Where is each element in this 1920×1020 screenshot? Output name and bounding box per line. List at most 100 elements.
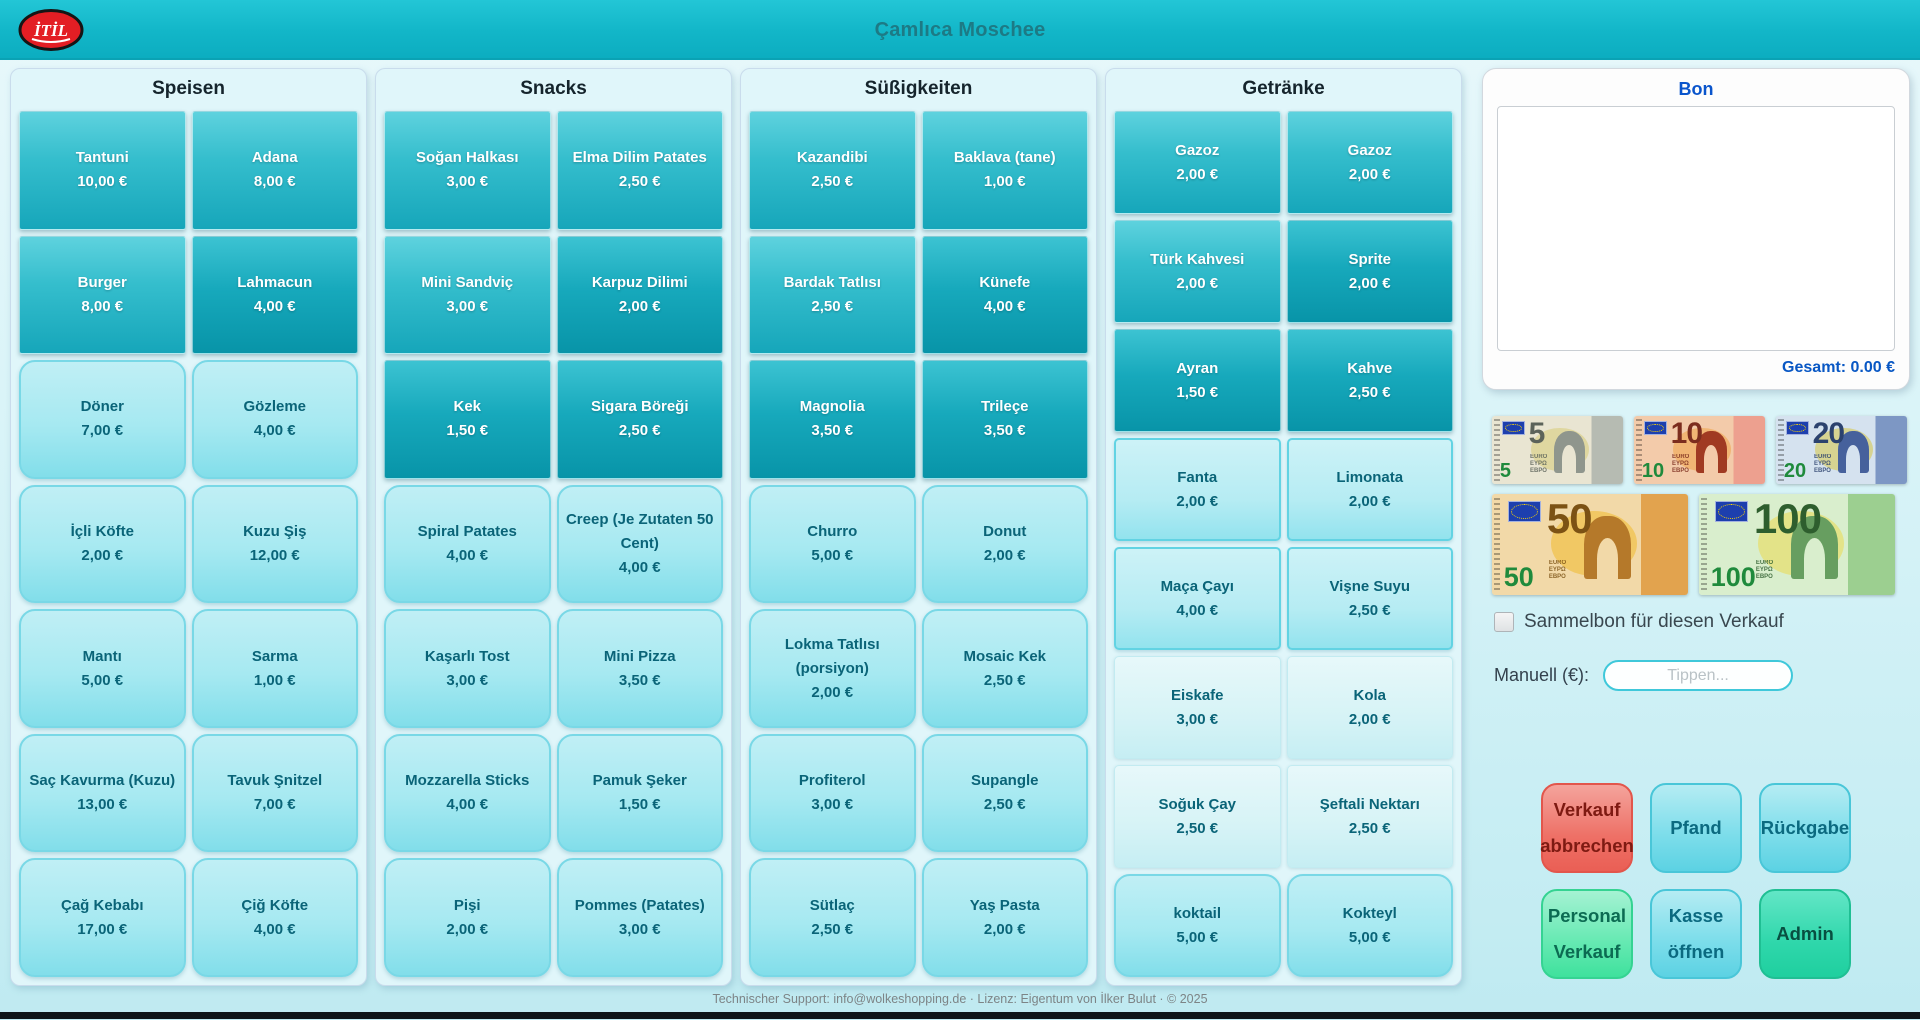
product-button[interactable]: Tavuk Şnitzel 7,00 € [191, 733, 358, 853]
product-button[interactable]: koktail 5,00 € [1114, 874, 1281, 977]
product-button[interactable]: Gazoz 2,00 € [1286, 111, 1453, 214]
product-button[interactable]: Elma Dilim Patates 2,50 € [556, 111, 723, 230]
product-button[interactable]: Churro 5,00 € [749, 484, 916, 604]
product-name: Mini Pizza [603, 647, 676, 665]
product-button[interactable]: Kokteyl 5,00 € [1286, 874, 1453, 977]
product-button[interactable]: Spiral Patates 4,00 € [384, 484, 551, 604]
product-price: 2,00 € [1176, 165, 1219, 183]
banknote-50[interactable]: 50 EURO ΕΥΡΩ ЕВРО 50 [1492, 494, 1688, 595]
product-button[interactable]: Döner 7,00 € [19, 360, 186, 479]
cancel-sale-button[interactable]: Verkauf abbrechen [1540, 783, 1634, 873]
action-label: Verkauf abbrechen [1540, 798, 1634, 856]
product-name: Kola [1353, 686, 1386, 704]
product-button[interactable]: Kahve 2,50 € [1286, 329, 1453, 432]
product-button[interactable]: Limonata 2,00 € [1286, 438, 1453, 541]
product-button[interactable]: Soğan Halkası 3,00 € [384, 111, 551, 230]
product-name: Kek [453, 398, 482, 416]
product-button[interactable]: Soğuk Çay 2,50 € [1114, 765, 1281, 868]
sammelbon-option[interactable]: Sammelbon für diesen Verkauf [1482, 611, 1910, 633]
product-price: 2,00 € [811, 683, 854, 701]
product-button[interactable]: Türk Kahvesi 2,00 € [1114, 220, 1281, 323]
product-button[interactable]: Çiğ Köfte 4,00 € [191, 858, 358, 977]
product-price: 4,00 € [618, 558, 661, 576]
product-button[interactable]: Baklava (tane) 1,00 € [921, 111, 1088, 230]
product-button[interactable]: Donut 2,00 € [921, 484, 1088, 604]
product-button[interactable]: Kuzu Şiş 12,00 € [191, 484, 358, 604]
product-button[interactable]: Mantı 5,00 € [19, 609, 186, 728]
product-button[interactable]: Lokma Tatlısı (porsiyon) 2,00 € [749, 609, 916, 728]
product-button[interactable]: Pommes (Patates) 3,00 € [556, 858, 723, 977]
product-name: Sprite [1348, 250, 1391, 268]
product-price: 1,50 € [618, 796, 661, 814]
product-button[interactable]: Mosaic Kek 2,50 € [921, 609, 1088, 728]
banknote-5[interactable]: 5 EURO ΕΥΡΩ ЕВРО 5 [1492, 416, 1623, 484]
product-button[interactable]: Şeftali Nektarı 2,50 € [1286, 765, 1453, 868]
open-register-button[interactable]: Kasse öffnen [1650, 889, 1742, 979]
product-name: Trileçe [980, 398, 1029, 416]
sammelbon-checkbox[interactable] [1494, 612, 1514, 632]
product-price: 2,50 € [983, 671, 1026, 689]
product-button[interactable]: Sarma 1,00 € [191, 609, 358, 728]
product-button[interactable]: Mini Pizza 3,50 € [556, 609, 723, 728]
product-button[interactable]: Künefe 4,00 € [921, 235, 1088, 355]
product-button[interactable]: Tantuni 10,00 € [19, 111, 186, 230]
product-name: Kuzu Şiş [243, 522, 307, 540]
product-price: 7,00 € [81, 422, 124, 440]
product-button[interactable]: Gözleme 4,00 € [191, 360, 358, 479]
product-button[interactable]: Sütlaç 2,50 € [749, 858, 916, 977]
banknote-100[interactable]: 100 EURO ΕΥΡΩ ЕВРО 100 [1699, 494, 1895, 595]
product-name: Gazoz [1175, 141, 1220, 159]
product-button[interactable]: Adana 8,00 € [191, 111, 358, 230]
product-button[interactable]: Creep (Je Zutaten 50 Cent) 4,00 € [556, 484, 723, 604]
product-button[interactable]: Pişi 2,00 € [384, 858, 551, 977]
app-title: Çamlıca Moschee [874, 18, 1046, 41]
product-button[interactable]: Kola 2,00 € [1286, 656, 1453, 759]
product-button[interactable]: Magnolia 3,50 € [749, 360, 916, 479]
product-price: 2,50 € [811, 173, 854, 191]
product-button[interactable]: Mozzarella Sticks 4,00 € [384, 733, 551, 853]
banknote-10[interactable]: 10 EURO ΕΥΡΩ ЕВРО 10 [1634, 416, 1765, 484]
product-button[interactable]: Sprite 2,00 € [1286, 220, 1453, 323]
product-button[interactable]: Kazandibi 2,50 € [749, 111, 916, 230]
product-name: Spiral Patates [417, 522, 517, 540]
product-button[interactable]: Fanta 2,00 € [1114, 438, 1281, 541]
product-button[interactable]: Ayran 1,50 € [1114, 329, 1281, 432]
product-button[interactable]: Çağ Kebabı 17,00 € [19, 858, 186, 977]
product-button[interactable]: Gazoz 2,00 € [1114, 111, 1281, 214]
product-name: Döner [80, 398, 124, 416]
product-button[interactable]: İçli Köfte 2,00 € [19, 484, 186, 604]
product-button[interactable]: Saç Kavurma (Kuzu) 13,00 € [19, 733, 186, 853]
product-price: 2,50 € [811, 297, 854, 315]
product-button[interactable]: Maça Çayı 4,00 € [1114, 547, 1281, 650]
product-button[interactable]: Kek 1,50 € [384, 360, 551, 479]
product-button[interactable]: Bardak Tatlısı 2,50 € [749, 235, 916, 355]
product-button[interactable]: Eiskafe 3,00 € [1114, 656, 1281, 759]
banknote-buttons: 5 EURO ΕΥΡΩ ЕВРО 5 10 EURO ΕΥΡΩ ЕВРО 10 [1482, 416, 1910, 595]
note-micro-text: EURO ΕΥΡΩ ЕВРО [1813, 453, 1832, 474]
right-panel: Bon Gesamt: 0.00 € 5 EURO ΕΥΡΩ ЕВРО 5 [1482, 68, 1910, 986]
product-button[interactable]: Supangle 2,50 € [921, 733, 1088, 853]
product-button[interactable]: Mini Sandviç 3,00 € [384, 235, 551, 355]
manual-amount-input[interactable] [1603, 660, 1794, 691]
admin-button[interactable]: Admin [1759, 889, 1851, 979]
product-price: 2,00 € [1348, 492, 1391, 510]
product-button[interactable]: Trileçe 3,50 € [921, 360, 1088, 479]
category-title: Süßigkeiten [864, 78, 973, 99]
pfand-button[interactable]: Pfand [1650, 783, 1742, 873]
product-button[interactable]: Burger 8,00 € [19, 235, 186, 355]
banknote-20[interactable]: 20 EURO ΕΥΡΩ ЕВРО 20 [1776, 416, 1907, 484]
personal-sale-button[interactable]: Personal Verkauf [1541, 889, 1633, 979]
product-button[interactable]: Pamuk Şeker 1,50 € [556, 733, 723, 853]
rueckgabe-button[interactable]: Rückgabe [1759, 783, 1851, 873]
product-button[interactable]: Lahmacun 4,00 € [191, 235, 358, 355]
product-button[interactable]: Kaşarlı Tost 3,00 € [384, 609, 551, 728]
product-button[interactable]: Yaş Pasta 2,00 € [921, 858, 1088, 977]
action-buttons: Verkauf abbrechen Pfand Rückgabe Persona… [1482, 783, 1910, 979]
product-button[interactable]: Vişne Suyu 2,50 € [1286, 547, 1453, 650]
product-button[interactable]: Sigara Böreği 2,50 € [556, 360, 723, 479]
product-button[interactable]: Karpuz Dilimi 2,00 € [556, 235, 723, 355]
note-value: 10 [1670, 416, 1703, 450]
product-price: 2,00 € [81, 546, 124, 564]
eu-flag-icon [1502, 420, 1525, 436]
product-button[interactable]: Profiterol 3,00 € [749, 733, 916, 853]
